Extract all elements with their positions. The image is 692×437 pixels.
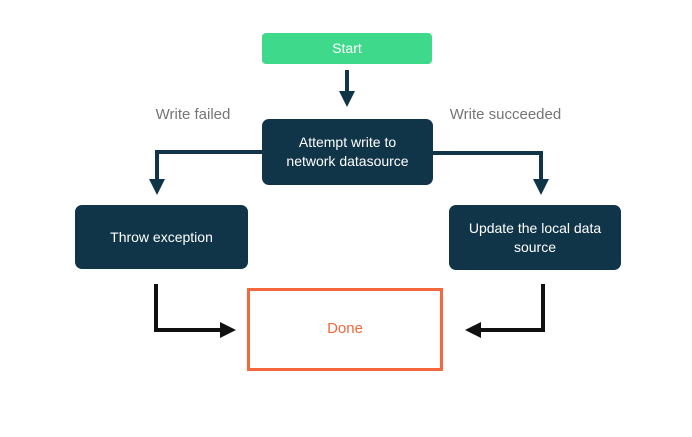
node-start-label: Start: [332, 40, 362, 57]
node-throw-exception-label: Throw exception: [110, 228, 213, 245]
node-attempt-write-label: Attempt write to network datasource: [286, 134, 409, 169]
edge-label-write-failed: Write failed: [155, 106, 231, 123]
arrow-attempt-to-update: [433, 151, 549, 195]
node-attempt-write: Attempt write to network datasource: [262, 119, 433, 185]
node-done-label: Done: [327, 320, 363, 338]
arrow-attempt-to-throw: [149, 150, 262, 195]
node-update-local: Update the local data source: [449, 205, 621, 270]
edge-label-write-succeeded: Write succeeded: [449, 106, 562, 123]
node-update-local-label: Update the local data source: [468, 219, 602, 255]
node-start: Start: [262, 33, 432, 64]
arrow-throw-to-done: [154, 284, 236, 338]
arrow-start-to-attempt: [339, 70, 355, 107]
node-throw-exception: Throw exception: [75, 205, 248, 269]
arrow-update-to-done: [465, 284, 545, 338]
node-done: Done: [247, 288, 443, 371]
